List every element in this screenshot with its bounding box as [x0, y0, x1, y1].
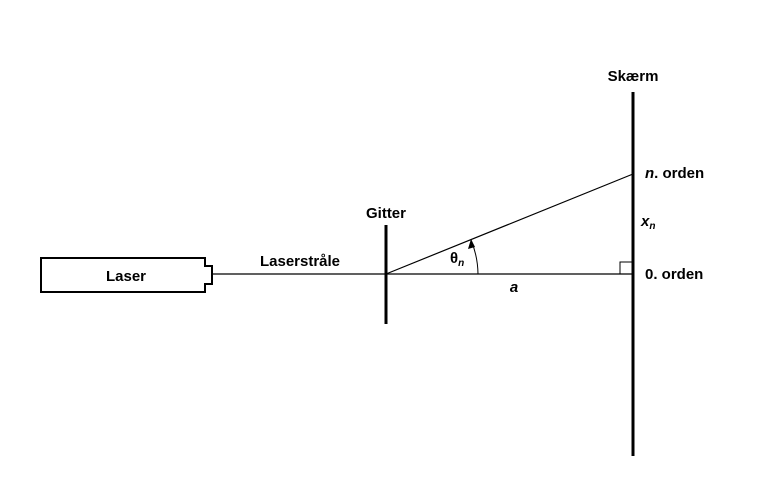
laser-body	[40, 257, 213, 293]
laser-device: Laser	[40, 257, 213, 293]
nth-order-text: . orden	[654, 165, 704, 182]
zeroth-order-label: 0. orden	[645, 266, 703, 283]
distance-label: a	[510, 279, 518, 296]
right-angle-marker	[619, 261, 633, 274]
offset-symbol: x	[640, 213, 650, 230]
offset-label: xn	[640, 213, 655, 232]
angle-label: θn	[450, 250, 464, 269]
angle-arrow-icon	[468, 239, 475, 249]
grating-label: Gitter	[366, 205, 406, 222]
screen-label: Skærm	[608, 68, 659, 85]
nth-order-ray	[385, 173, 634, 275]
laser-beam-label: Laserstråle	[260, 253, 340, 270]
angle-subscript: n	[458, 258, 464, 269]
offset-subscript: n	[649, 221, 655, 232]
angle-symbol: θ	[450, 250, 458, 267]
laser-label: Laser	[106, 268, 146, 285]
nth-order-n: n	[645, 165, 654, 182]
nth-order-label: n. orden	[645, 165, 704, 182]
